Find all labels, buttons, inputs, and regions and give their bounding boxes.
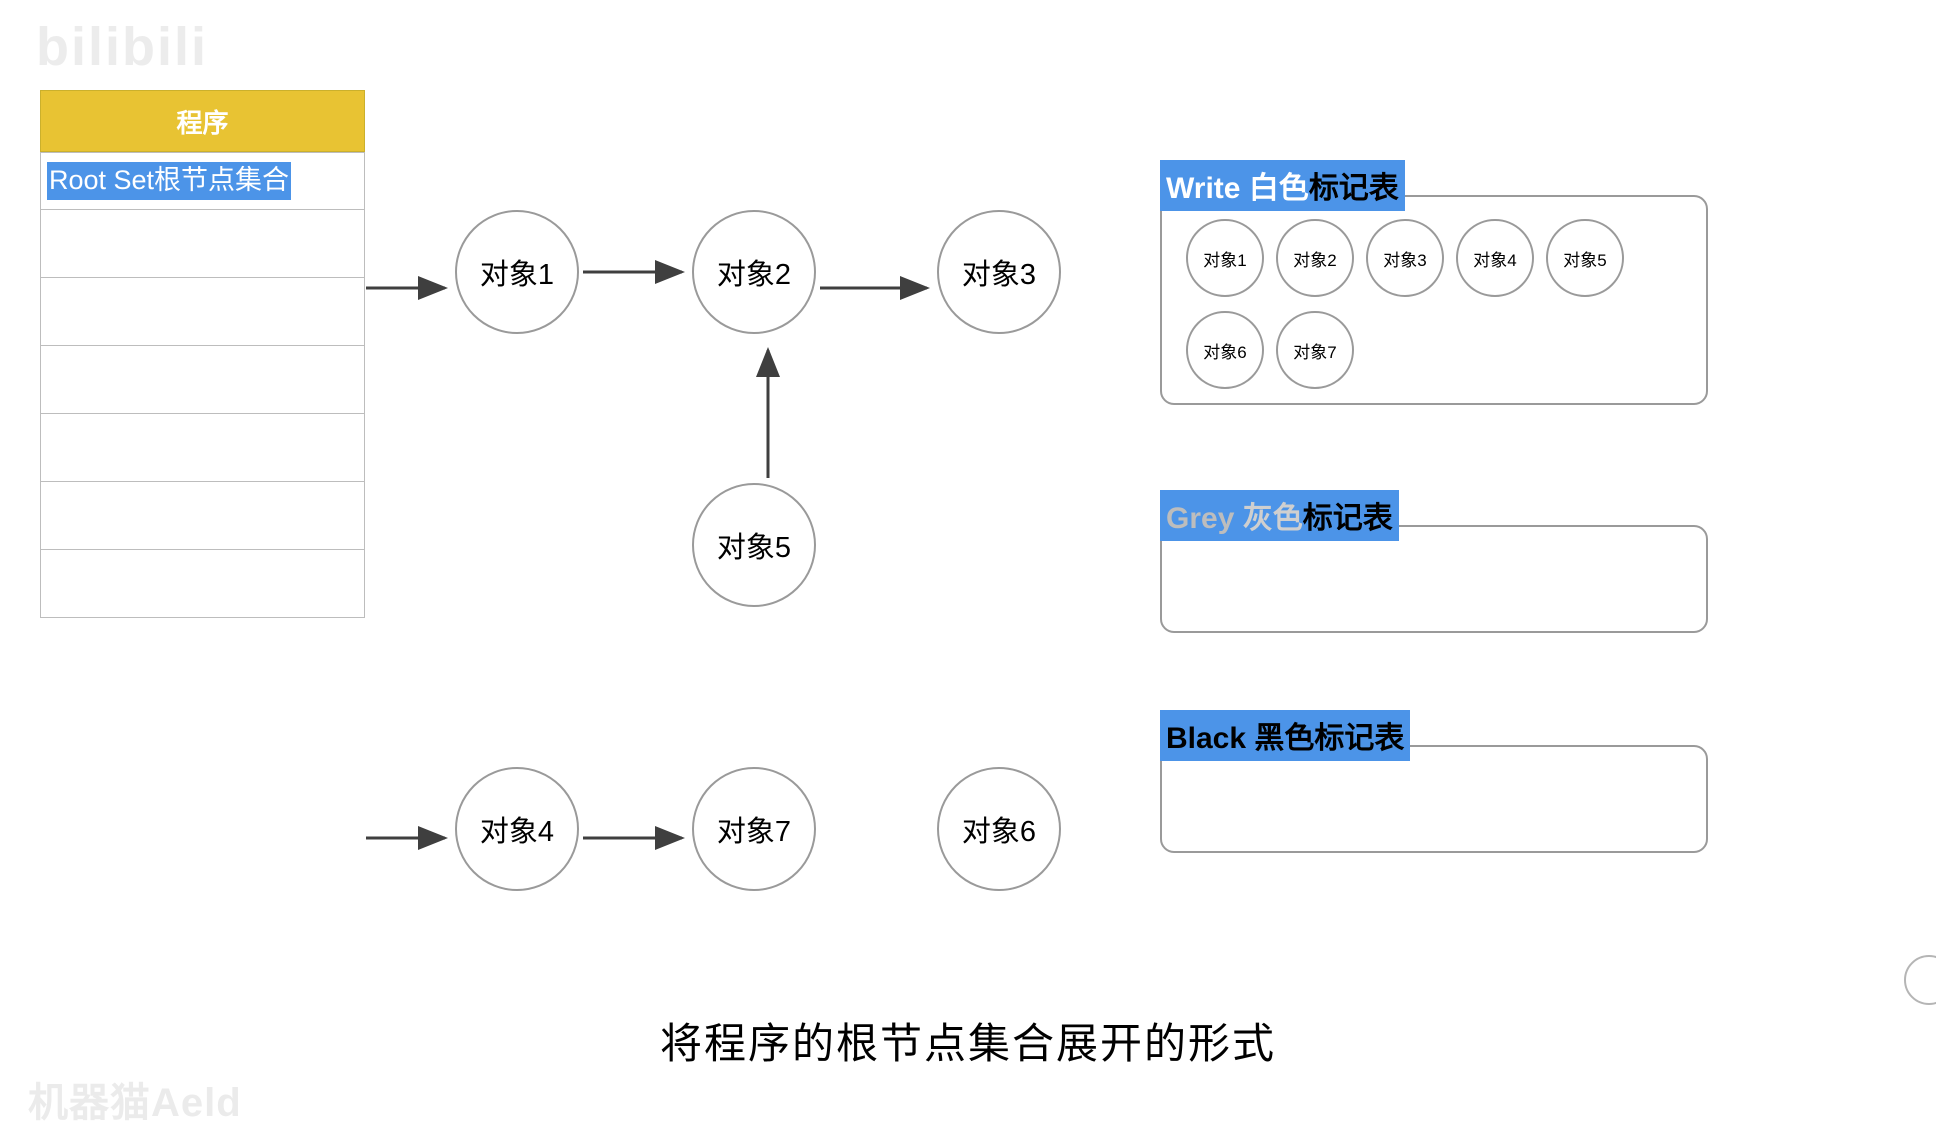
grey-table-en: Grey <box>1166 502 1235 535</box>
caption-text: 将程序的根节点集合展开的形式 <box>659 1020 1276 1067</box>
white-chip: 对象6 <box>1186 311 1264 389</box>
graph-node-obj7[interactable]: 对象7 <box>692 767 816 891</box>
graph-node-obj6[interactable]: 对象6 <box>937 767 1061 891</box>
root-set-empty-row <box>40 414 365 482</box>
author-watermark: 机器猫Aeld <box>28 1081 242 1125</box>
white-mark-table: Write 白色标记表 对象1 对象2 对象3 对象4 对象5 对象6 对象7 <box>1160 160 1708 405</box>
white-mark-table-body: 对象1 对象2 对象3 对象4 对象5 对象6 对象7 <box>1160 195 1708 405</box>
root-set-label: Root Set根节点集合 <box>47 162 292 200</box>
black-table-tail: 标记表 <box>1314 722 1405 755</box>
white-table-cn: 白色 <box>1248 172 1309 205</box>
black-mark-table: Black 黑色标记表 <box>1160 710 1708 853</box>
white-chip: 对象7 <box>1276 311 1354 389</box>
graph-node-obj1[interactable]: 对象1 <box>455 210 579 334</box>
white-chip: 对象2 <box>1276 219 1354 297</box>
black-mark-table-body <box>1160 745 1708 853</box>
black-table-en: Black <box>1166 722 1247 755</box>
bilibili-watermark: bilibili <box>36 17 208 77</box>
grey-table-cn: 灰色 <box>1242 502 1303 535</box>
white-chip: 对象4 <box>1456 219 1534 297</box>
white-chip: 对象3 <box>1366 219 1444 297</box>
grey-mark-table-title: Grey 灰色标记表 <box>1160 490 1399 541</box>
root-set-table: 程序 Root Set根节点集合 <box>40 90 365 618</box>
white-chip: 对象1 <box>1186 219 1264 297</box>
grey-mark-table: Grey 灰色标记表 <box>1160 490 1708 633</box>
black-table-cn: 黑色 <box>1254 722 1315 755</box>
graph-node-obj2[interactable]: 对象2 <box>692 210 816 334</box>
edge-arc-decoration <box>1904 955 1936 1005</box>
white-mark-table-title: Write 白色标记表 <box>1160 160 1405 211</box>
white-table-en: Write <box>1166 172 1241 205</box>
black-mark-table-title: Black 黑色标记表 <box>1160 710 1411 761</box>
grey-table-tail: 标记表 <box>1302 502 1393 535</box>
graph-node-obj5[interactable]: 对象5 <box>692 483 816 607</box>
graph-node-obj4[interactable]: 对象4 <box>455 767 579 891</box>
program-header: 程序 <box>40 90 365 152</box>
root-set-label-cell: Root Set根节点集合 <box>40 152 365 210</box>
white-chip: 对象5 <box>1546 219 1624 297</box>
root-set-empty-row <box>40 210 365 278</box>
root-set-empty-row <box>40 482 365 550</box>
grey-mark-table-body <box>1160 525 1708 633</box>
root-set-empty-row <box>40 346 365 414</box>
white-table-tail: 标记表 <box>1308 172 1399 205</box>
graph-node-obj3[interactable]: 对象3 <box>937 210 1061 334</box>
root-set-empty-row <box>40 550 365 618</box>
root-set-empty-row <box>40 278 365 346</box>
